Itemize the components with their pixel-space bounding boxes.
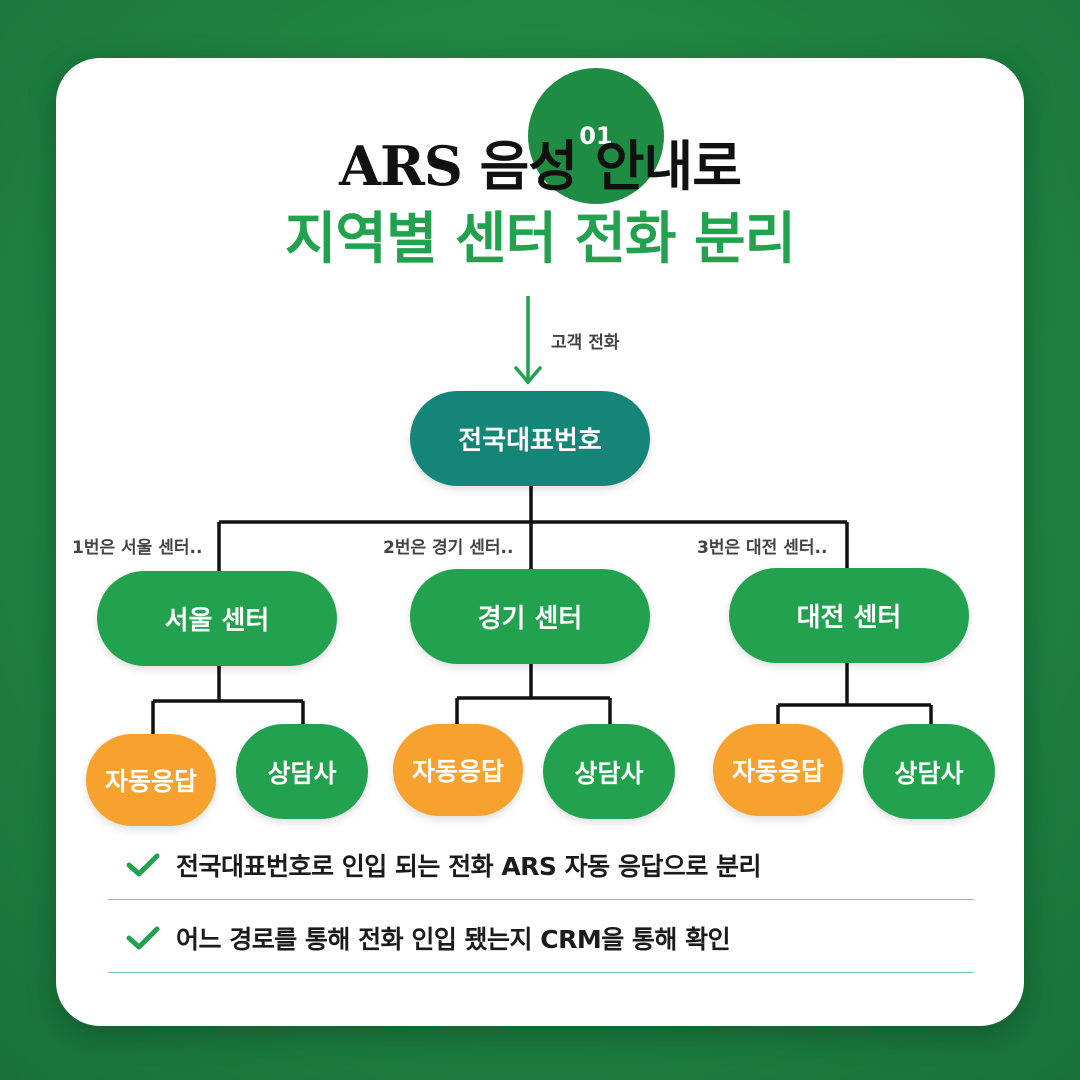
- center-node-gyeonggi: 경기 센터: [410, 569, 650, 664]
- root-number-label: 전국대표번호: [458, 426, 602, 456]
- child-connectors: [151, 662, 933, 736]
- center-node-daejeon: 대전 센터: [729, 568, 969, 663]
- branch-connectors: [217, 486, 849, 572]
- agent-node-daejeon: 상담사: [863, 724, 995, 819]
- root-number-node: 전국대표번호: [410, 391, 650, 486]
- center-label-gyeonggi: 경기 센터: [477, 604, 583, 634]
- check-icon: [108, 925, 168, 951]
- center-node-seoul: 서울 센터: [97, 571, 337, 666]
- check-icon: [108, 852, 168, 878]
- center-label-seoul: 서울 센터: [164, 606, 270, 636]
- auto-response-label: 자동응답: [104, 767, 197, 796]
- checklist-text: 전국대표번호로 인입 되는 전화 ARS 자동 응답으로 분리: [176, 851, 762, 881]
- incoming-call-label: 고객 전화: [551, 333, 620, 353]
- checklist-text: 어느 경로를 통해 전화 인입 됐는지 CRM을 통해 확인: [176, 924, 731, 954]
- checklist-item: 전국대표번호로 인입 되는 전화 ARS 자동 응답으로 분리: [108, 830, 974, 900]
- auto-response-label: 자동응답: [411, 757, 504, 786]
- title-line-2: 지역별 센터 전화 분리: [284, 207, 796, 272]
- route-label-daejeon: 3번은 대전 센터..: [697, 538, 828, 558]
- title-line-1: ARS 음성 안내로: [339, 134, 742, 198]
- center-label-daejeon: 대전 센터: [796, 603, 902, 633]
- step-number: 01: [579, 122, 613, 150]
- agent-label: 상담사: [267, 758, 337, 788]
- route-label-gyeonggi: 2번은 경기 센터..: [383, 538, 514, 558]
- agent-node-seoul: 상담사: [236, 724, 368, 819]
- auto-response-label: 자동응답: [731, 757, 824, 786]
- agent-node-gyeonggi: 상담사: [543, 724, 675, 819]
- auto-response-node-daejeon: 자동응답: [713, 724, 843, 816]
- route-label-seoul: 1번은 서울 센터..: [72, 538, 203, 558]
- agent-label: 상담사: [574, 758, 644, 788]
- auto-response-node-gyeonggi: 자동응답: [393, 724, 523, 816]
- checklist-item: 어느 경로를 통해 전화 인입 됐는지 CRM을 통해 확인: [108, 903, 974, 973]
- step-badge: 01: [528, 68, 664, 204]
- incoming-arrow-icon: [514, 296, 542, 385]
- auto-response-node-seoul: 자동응답: [86, 734, 216, 826]
- agent-label: 상담사: [894, 758, 964, 788]
